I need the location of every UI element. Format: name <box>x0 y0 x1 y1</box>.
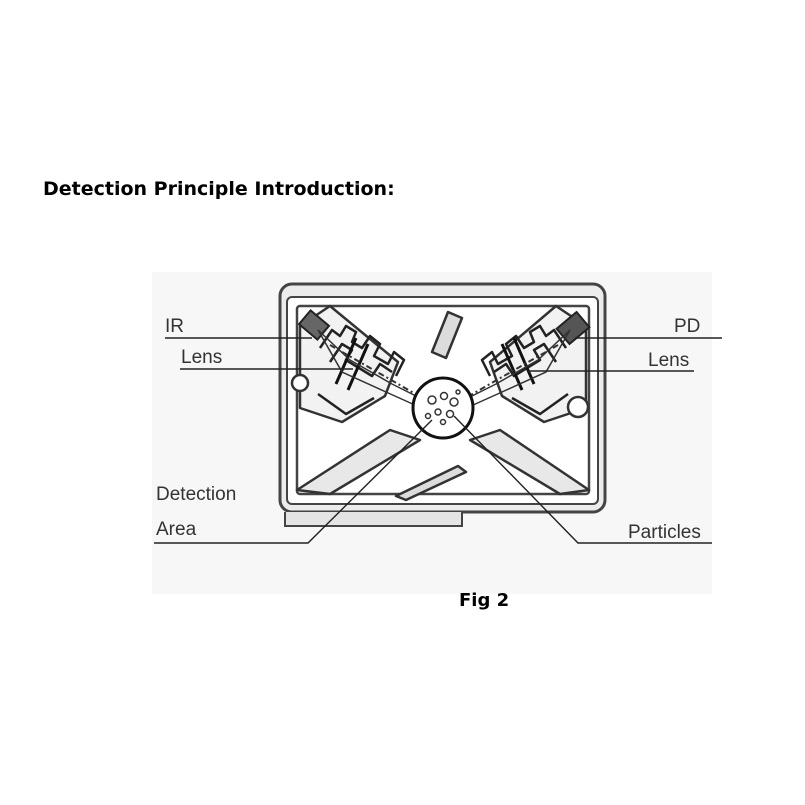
detection-area-leader <box>154 419 433 544</box>
section-heading: Detection Principle Introduction: <box>43 178 395 200</box>
ir-label: IR <box>165 316 184 337</box>
pd-label: PD <box>674 316 700 337</box>
mounting-holes <box>290 373 590 419</box>
light-beams <box>317 329 571 411</box>
detection-label: Detection <box>156 484 236 505</box>
particles-leader <box>453 415 712 544</box>
particles <box>424 389 461 426</box>
lens-left-label: Lens <box>181 347 222 368</box>
area-label: Area <box>156 519 197 540</box>
lenses <box>334 337 536 391</box>
lens-right-label: Lens <box>648 350 689 371</box>
leader-lines <box>154 337 722 544</box>
figure-caption: Fig 2 <box>459 590 510 611</box>
particles-label: Particles <box>628 522 701 543</box>
